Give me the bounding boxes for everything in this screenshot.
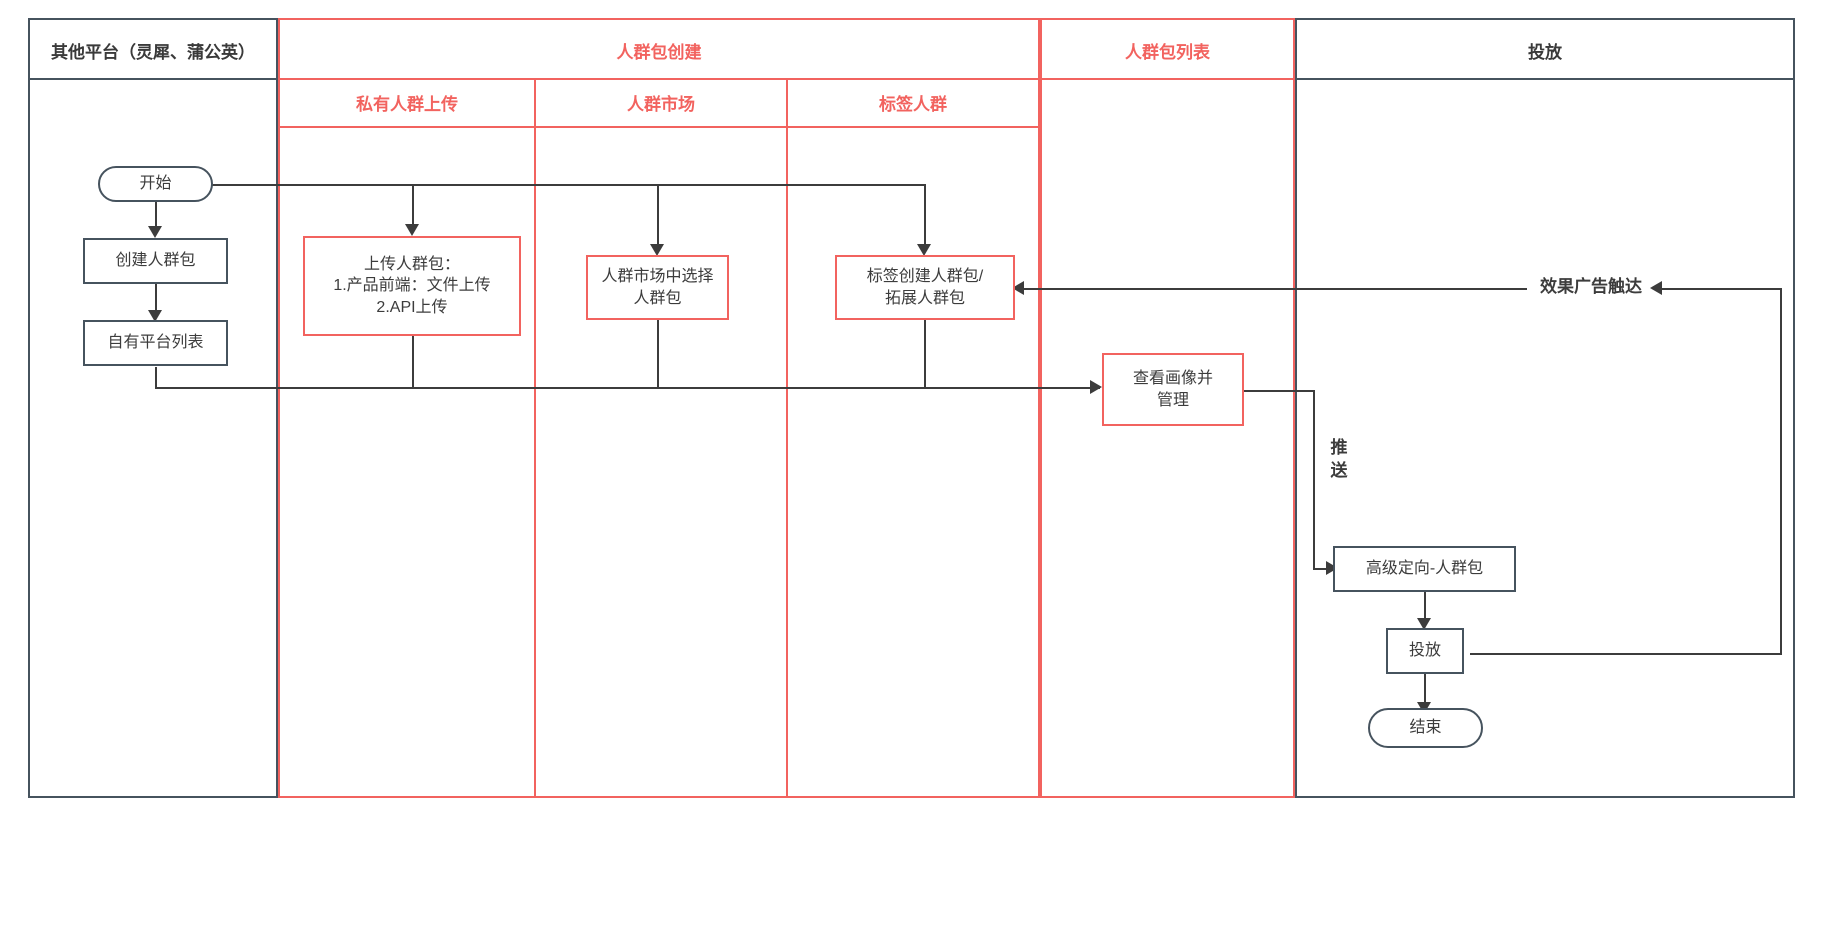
arrowhead-target-to-delivery	[1417, 618, 1431, 630]
sublane-tag-crowd: 标签人群	[786, 78, 1038, 796]
edge-push-into-target	[1313, 568, 1333, 570]
lane-crowd-create: 人群包创建 私有人群上传 人群市场 标签人群	[278, 18, 1040, 798]
arrowhead-start-to-create	[148, 226, 162, 238]
arrowhead-to-tag	[917, 244, 931, 256]
edge-start-to-create	[155, 200, 157, 232]
edge-branch-to-tag	[924, 184, 926, 252]
edge-delivery-to-end	[1424, 674, 1426, 708]
node-delivery[interactable]: 投放	[1386, 628, 1464, 674]
edge-label-performance-ad-reach: 效果广告触达	[1540, 277, 1642, 296]
edge-own-list-to-view	[155, 387, 1100, 389]
arrowhead-performance-ad-reach	[1012, 281, 1024, 295]
sublane-crowd-market: 人群市场	[534, 78, 786, 796]
edge-performance-ad-reach-right	[1660, 288, 1780, 290]
edge-delivery-to-feedback	[1470, 653, 1782, 655]
edge-own-list-down	[155, 367, 157, 387]
node-end[interactable]: 结束	[1368, 708, 1483, 748]
edge-market-to-view-trunk	[657, 320, 659, 389]
arrowhead-performance-ad-reach-2	[1650, 281, 1662, 295]
sublane-tag-crowd-title: 标签人群	[879, 94, 947, 114]
node-own-platform-list[interactable]: 自有平台列表	[83, 320, 228, 366]
lane-crowd-create-title: 人群包创建	[616, 42, 702, 62]
node-create-package[interactable]: 创建人群包	[83, 238, 228, 284]
edge-upload-to-view-trunk	[412, 336, 414, 389]
node-advanced-targeting[interactable]: 高级定向-人群包	[1333, 546, 1516, 592]
node-upload-package[interactable]: 上传人群包： 1.产品前端：文件上传 2.API上传	[303, 236, 521, 336]
node-start[interactable]: 开始	[98, 166, 213, 202]
node-tag-create[interactable]: 标签创建人群包/ 拓展人群包	[835, 255, 1015, 320]
node-market-select[interactable]: 人群市场中选择 人群包	[586, 255, 729, 320]
lane-delivery: 投放	[1295, 18, 1795, 798]
edge-performance-ad-reach-left	[1022, 288, 1527, 290]
sublane-private-upload: 私有人群上传	[280, 78, 534, 796]
lane-delivery-title: 投放	[1528, 42, 1562, 62]
lane-other-platform-title: 其他平台（灵犀、蒲公英）	[51, 42, 255, 62]
edge-create-to-own-list	[155, 284, 157, 316]
arrowhead-to-upload	[405, 224, 419, 236]
arrowhead-create-to-own-list	[148, 310, 162, 322]
node-view-manage[interactable]: 查看画像并 管理	[1102, 353, 1244, 426]
edge-branch-to-upload	[412, 184, 414, 232]
edge-delivery-feedback-riser	[1780, 288, 1782, 653]
lane-crowd-list: 人群包列表	[1040, 18, 1295, 798]
edge-target-to-delivery	[1424, 592, 1426, 624]
sublane-crowd-market-title: 人群市场	[627, 94, 695, 114]
edge-push-down	[1313, 390, 1315, 568]
edge-label-push: 推 送	[1330, 438, 1348, 480]
arrowhead-to-market	[650, 244, 664, 256]
edge-start-to-branch-trunk	[212, 184, 924, 186]
edge-view-to-push	[1243, 390, 1313, 392]
sublane-private-upload-title: 私有人群上传	[356, 94, 458, 114]
lane-other-platform: 其他平台（灵犀、蒲公英）	[28, 18, 278, 798]
edge-branch-to-market	[657, 184, 659, 252]
edge-tag-to-view-trunk	[924, 320, 926, 389]
lane-crowd-list-title: 人群包列表	[1125, 42, 1210, 62]
arrowhead-own-list-to-view	[1090, 380, 1102, 394]
